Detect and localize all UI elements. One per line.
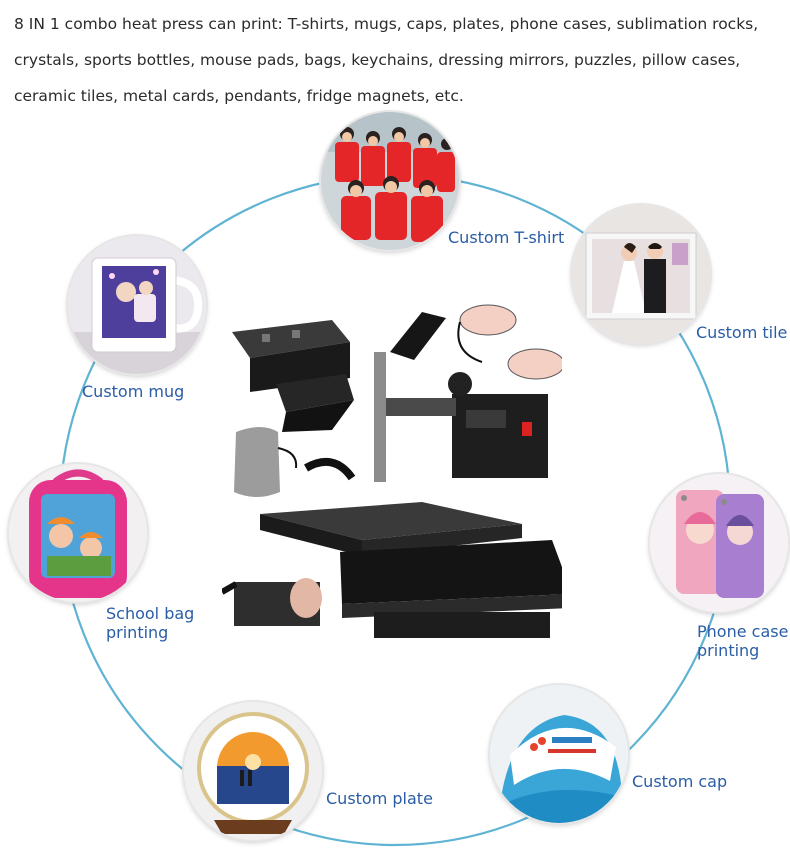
mug-photo [68, 236, 206, 374]
label-custom-mug: Custom mug [82, 382, 185, 401]
plate-photo [184, 702, 322, 840]
tshirt-photo [321, 112, 459, 250]
cap-photo [490, 685, 628, 823]
tile-photo [572, 205, 710, 343]
label-custom-plate: Custom plate [326, 789, 433, 808]
heat-press-machine-image [222, 304, 562, 638]
label-phone-case: Phone case printing [697, 622, 788, 660]
school-bag-photo [9, 464, 147, 602]
label-custom-tshirt: Custom T-shirt [448, 228, 565, 247]
label-phone-case-line1: Phone case [697, 622, 789, 641]
intro-text: 8 IN 1 combo heat press can print: T-shi… [14, 15, 759, 105]
label-custom-tile: Custom tile [696, 323, 788, 342]
label-custom-cap: Custom cap [632, 772, 728, 791]
label-school-bag-line2: printing [106, 623, 169, 642]
label-school-bag-line1: School bag [106, 604, 195, 623]
phone-case-photo [650, 474, 788, 612]
label-phone-case-line2: printing [697, 641, 760, 660]
label-school-bag: School bag printing [106, 604, 194, 642]
